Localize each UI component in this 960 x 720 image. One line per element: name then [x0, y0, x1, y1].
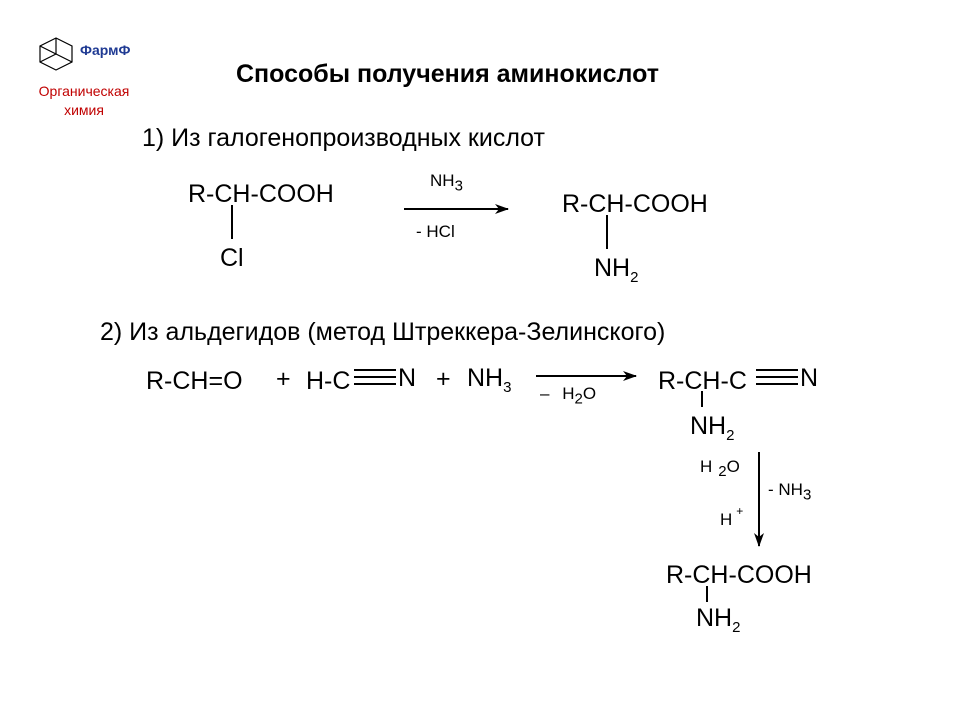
ammonia-nh: NH [467, 364, 504, 392]
minus-nh3-index: 3 [802, 486, 812, 504]
water-index: 2 [574, 390, 583, 408]
hydro-index: 2 [718, 463, 727, 481]
aldehyde: R-CH=O [146, 367, 243, 395]
reagent-below: - HCl [416, 222, 455, 241]
subtitle: Органическая химия [20, 82, 148, 120]
product-nh: NH [594, 254, 631, 282]
product-index: 2 [630, 269, 639, 286]
brand-name: ФармФ [80, 42, 131, 58]
hydro-o: O [726, 457, 740, 476]
final-sub: NH2 [696, 604, 741, 636]
acid-plus: + [736, 504, 744, 518]
reagent-above: NH3 [430, 172, 463, 193]
acid-catalyst: H+ [720, 505, 743, 528]
nitrile-sub: NH2 [690, 412, 735, 444]
final-nh: NH [696, 604, 733, 632]
reactant-bond [231, 205, 233, 239]
water-h: H [562, 384, 575, 403]
minus-nh: - NH [768, 480, 803, 499]
acid-h: H [720, 510, 733, 529]
ammonia-removed: - NH3 [768, 481, 811, 502]
ammonia-index: 3 [503, 379, 512, 396]
nh3-text: NH [430, 171, 455, 190]
nitrile-right: N [800, 364, 819, 392]
ammonia: NH3 [467, 364, 512, 396]
subtitle-line1: Органическая [38, 83, 130, 99]
reactant-sub: Cl [220, 244, 244, 272]
minus-sign: – [540, 384, 550, 403]
nitrile-index: 2 [726, 427, 735, 444]
nitrile-bond [701, 391, 703, 407]
triple-bond-hcn [354, 369, 396, 385]
hydro-h: H [700, 457, 713, 476]
reactant-main: R-CH-COOH [188, 180, 334, 208]
section1-heading: 1) Из галогенопроизводных кислот [142, 124, 545, 152]
nitrile-nh: NH [690, 412, 727, 440]
hcn-right: N [398, 364, 417, 392]
adamantane-icon [39, 37, 73, 71]
triple-bond-nitrile [756, 369, 798, 385]
plus-sign-2: + [436, 365, 451, 393]
hcn-left: H-C [306, 367, 351, 395]
product-sub: NH2 [594, 254, 639, 286]
water-o: O [582, 384, 597, 403]
section2-heading: 2) Из альдегидов (метод Штреккера-Зелинс… [100, 318, 666, 346]
nh3-index: 3 [454, 177, 463, 195]
final-bond [706, 586, 708, 602]
water-removed: – H2O [540, 385, 596, 406]
product-bond [606, 215, 608, 249]
page-title: Способы получения аминокислот [236, 60, 659, 88]
final-main: R-CH-COOH [666, 561, 812, 589]
product-main: R-CH-COOH [562, 190, 708, 218]
subtitle-line2: химия [64, 102, 104, 118]
final-index: 2 [732, 619, 741, 636]
plus-sign-1: + [276, 365, 291, 393]
nitrile-left: R-CH-C [658, 367, 747, 395]
